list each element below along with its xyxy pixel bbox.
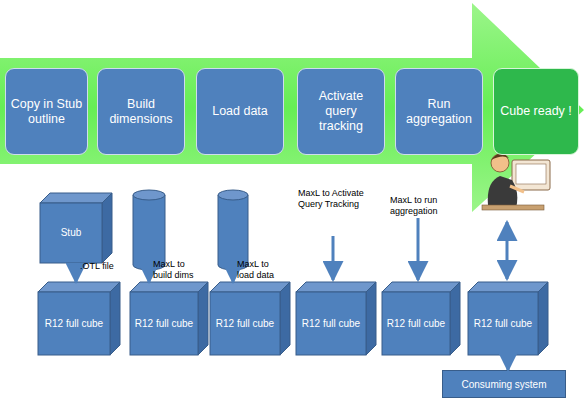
cube-label: R12 full cube xyxy=(45,318,103,330)
step-label: Run aggregation xyxy=(400,97,478,127)
cube-side xyxy=(110,282,120,355)
cube-text-area: R12 full cube xyxy=(212,292,278,355)
cube-text-area: R12 full cube xyxy=(298,292,364,355)
cylinder-body xyxy=(133,195,165,270)
cube-shape: Stub xyxy=(40,193,112,263)
process-box: Copy in Stub outline xyxy=(5,68,88,155)
cube-front xyxy=(468,292,538,355)
cube-side xyxy=(198,282,208,355)
flow-arrow xyxy=(148,270,151,282)
cube-top xyxy=(296,282,376,292)
cube-front xyxy=(382,292,450,355)
cube-front xyxy=(40,203,102,263)
flow-arrow xyxy=(232,270,235,282)
cube-shape: R12 full cube xyxy=(468,282,548,355)
cube-shape: R12 full cube xyxy=(130,282,208,355)
process-box: Build dimensions xyxy=(97,68,185,155)
cube-side xyxy=(538,282,548,355)
step-label: Copy in Stub outline xyxy=(10,97,83,127)
step-label: Cube ready ! xyxy=(500,104,572,119)
cube-label: R12 full cube xyxy=(387,318,445,330)
system-box: Consuming system xyxy=(442,370,566,398)
edge-label: MaxL to load data xyxy=(237,259,279,281)
cube-top xyxy=(38,282,120,292)
cube-label: R12 full cube xyxy=(302,318,360,330)
final-step-box: Cube ready ! xyxy=(493,68,579,155)
cube-text-area: R12 full cube xyxy=(470,292,536,355)
cube-label: R12 full cube xyxy=(474,318,532,330)
cylinder-top xyxy=(133,190,165,200)
cube-front xyxy=(210,292,280,355)
cube-top xyxy=(40,193,112,203)
cube-top xyxy=(130,282,208,292)
process-box: Load data xyxy=(196,68,284,155)
cube-label: R12 full cube xyxy=(135,318,193,330)
flow-arrow xyxy=(507,355,510,370)
cube-top xyxy=(210,282,290,292)
cube-text-area: R12 full cube xyxy=(132,292,196,355)
process-box: Run aggregation xyxy=(395,68,483,155)
cube-front xyxy=(38,292,110,355)
process-box: Activate query tracking xyxy=(297,68,385,155)
process-arrow-band xyxy=(0,3,584,212)
cylinder-outline xyxy=(133,190,165,270)
cube-top xyxy=(382,282,460,292)
cube-label: R12 full cube xyxy=(216,318,274,330)
database-cylinder xyxy=(133,190,165,270)
cube-text-area: Stub xyxy=(42,203,100,263)
annotation-text: MaxL to Activate Query Tracking xyxy=(298,188,374,210)
flow-arrow xyxy=(75,263,78,282)
cube-shape: R12 full cube xyxy=(38,282,120,355)
cube-shape: R12 full cube xyxy=(382,282,460,355)
cylinder-top xyxy=(218,190,248,200)
cube-front xyxy=(130,292,198,355)
user-arrow xyxy=(506,222,509,279)
input-arrow xyxy=(417,218,420,280)
cube-top xyxy=(468,282,548,292)
cylinder-body xyxy=(218,195,248,270)
cube-side xyxy=(102,193,112,263)
edge-label: .OTL file xyxy=(80,261,120,272)
cube-front xyxy=(296,292,366,355)
cube-side xyxy=(450,282,460,355)
cube-text-area: R12 full cube xyxy=(384,292,448,355)
cube-side xyxy=(280,282,290,355)
edge-label: MaxL to build dims xyxy=(153,259,195,281)
system-label: Consuming system xyxy=(461,379,546,390)
user-illustration xyxy=(482,153,550,210)
cylinder-outline xyxy=(218,190,248,270)
cube-text-area: R12 full cube xyxy=(40,292,108,355)
database-cylinder xyxy=(218,190,248,270)
cube-shape: R12 full cube xyxy=(296,282,376,355)
step-label: Build dimensions xyxy=(102,97,180,127)
annotation-text: MaxL to run aggregation xyxy=(390,195,456,217)
step-label: Load data xyxy=(212,104,268,119)
input-arrow xyxy=(332,236,335,280)
cube-side xyxy=(366,282,376,355)
cube-shape: R12 full cube xyxy=(210,282,290,355)
step-label: Activate query tracking xyxy=(302,89,380,134)
cube-label: Stub xyxy=(61,227,82,239)
